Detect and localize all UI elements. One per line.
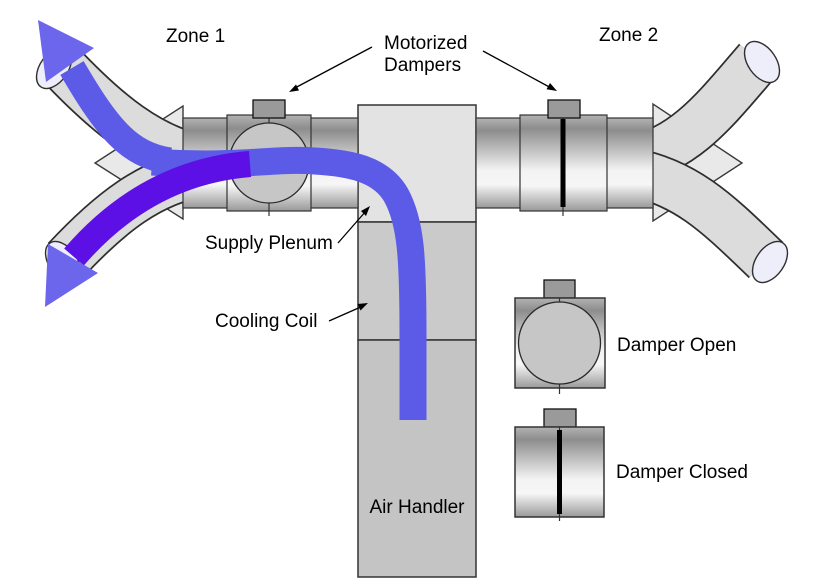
cooling-coil-arrow	[328, 303, 368, 322]
airflow-lower-arrowhead	[45, 244, 98, 307]
motorized-dampers-arrow-left	[289, 46, 373, 92]
supply-plenum-arrow	[337, 206, 370, 244]
airflow-upper-arrowhead	[38, 20, 94, 82]
duct-cap-lower-right	[751, 240, 789, 284]
airflow-zone1-upper-stream	[60, 61, 173, 175]
legend-open-disc	[517, 301, 602, 385]
legend-damper-open: Damper Open	[514, 279, 736, 394]
supply-plenum-label: Supply Plenum	[205, 233, 333, 254]
cooling-coil-label: Cooling Coil	[215, 311, 317, 332]
legend-damper-closed-label: Damper Closed	[616, 462, 748, 483]
zone2-damper-closed-blade	[560, 119, 566, 207]
legend-open-actuator	[543, 279, 576, 299]
zone2-damper-actuator	[547, 99, 581, 119]
annotations: Zone 1 Zone 2 Motorized Dampers Supply P…	[166, 25, 658, 518]
motorized-dampers-arrow-right	[482, 50, 557, 91]
legend: Damper Open Damper Closed	[514, 279, 748, 521]
zone2-label: Zone 2	[599, 25, 658, 46]
airflow	[38, 20, 427, 420]
duct-cap-upper-right	[743, 40, 781, 84]
zone2-duct	[475, 99, 654, 216]
motorized-dampers-label-line2: Dampers	[384, 55, 461, 76]
motorized-dampers-label-line1: Motorized	[384, 33, 467, 54]
legend-damper-open-label: Damper Open	[617, 335, 736, 356]
legend-closed-blade	[557, 430, 562, 514]
zone1-label: Zone 1	[166, 26, 225, 47]
air-handler-label: Air Handler	[369, 497, 465, 518]
legend-damper-closed: Damper Closed	[514, 408, 748, 521]
airflow-zone1-lower-stream	[64, 151, 252, 266]
zone1-damper-actuator	[252, 99, 286, 119]
legend-closed-actuator	[543, 408, 577, 428]
